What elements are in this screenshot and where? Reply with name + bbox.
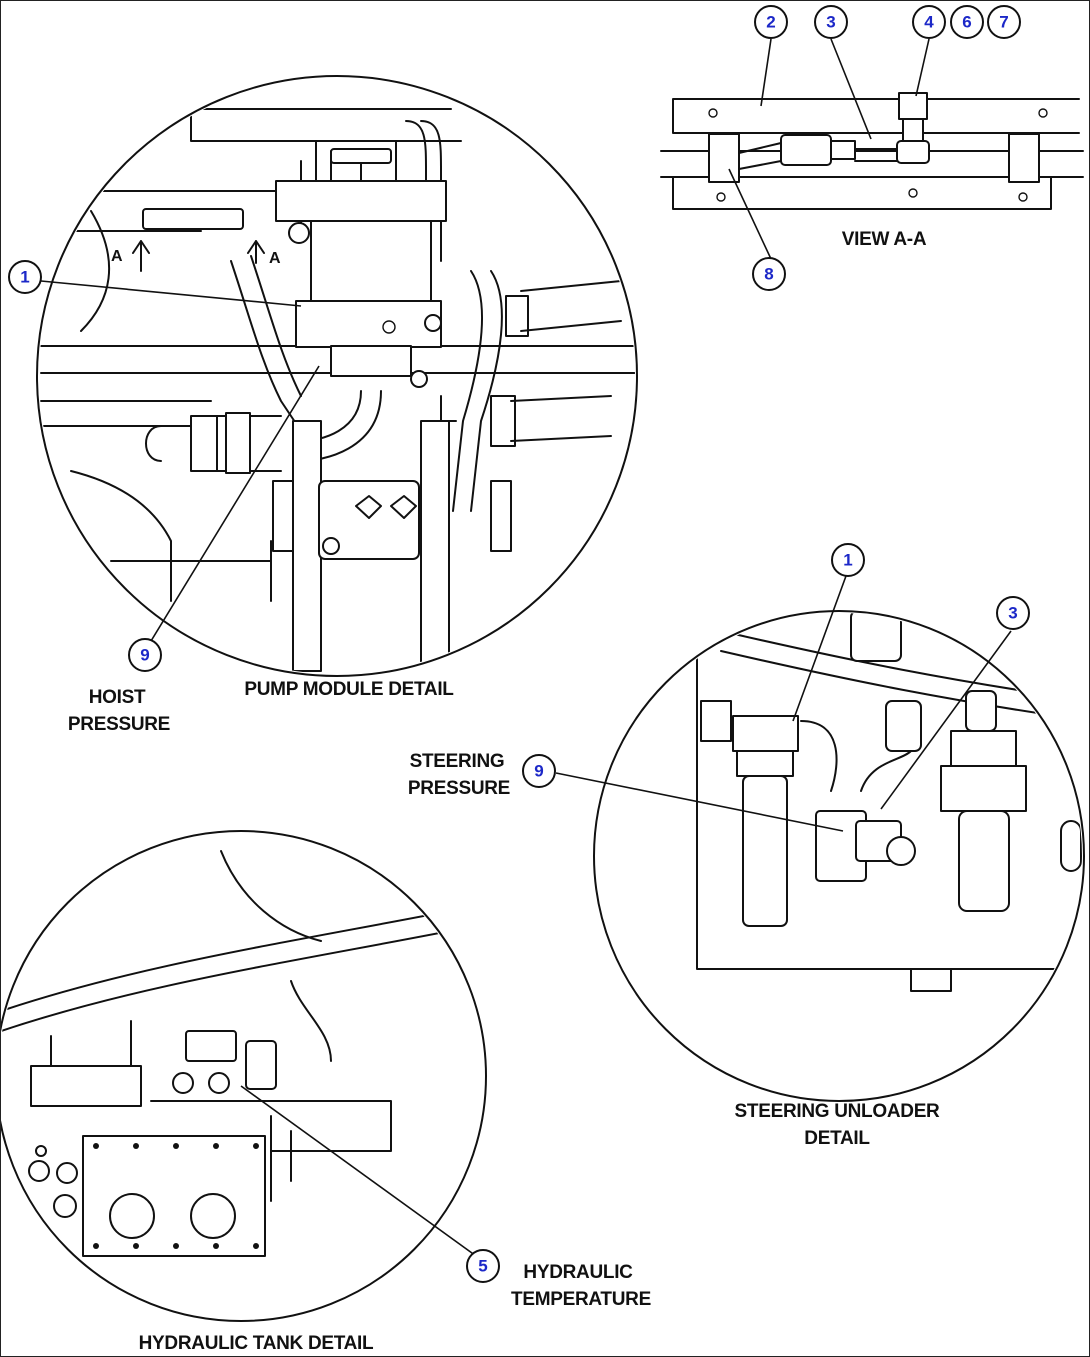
- balloon-5-hydraulic-tank: 5: [466, 1249, 500, 1283]
- steering-unloader-detail-title-line1: STEERING UNLOADER: [735, 1101, 941, 1122]
- balloon-1-pump-module: 1: [8, 260, 42, 294]
- svg-text:6: 6: [962, 13, 971, 32]
- hydraulic-tank-detail-title: HYDRAULIC TANK DETAIL: [139, 1333, 374, 1354]
- section-marker-a-right: A: [269, 250, 281, 267]
- balloon-9-pump-module: 9: [128, 638, 162, 672]
- svg-text:1: 1: [843, 551, 852, 570]
- steering-unloader-detail-title-line2: DETAIL: [804, 1128, 870, 1149]
- pump-module-detail: A A: [36, 75, 638, 677]
- hoist-pressure-label-line1: HOIST: [89, 687, 146, 708]
- svg-text:9: 9: [534, 762, 543, 781]
- steering-unloader-detail: [593, 610, 1085, 1102]
- section-marker-a-left: A: [111, 248, 123, 265]
- balloon-7-view-aa: 7: [987, 5, 1021, 39]
- svg-text:4: 4: [924, 13, 934, 32]
- balloon-8-view-aa: 8: [752, 257, 786, 291]
- balloon-4-view-aa: 4: [912, 5, 946, 39]
- hydraulic-tank-detail: [1, 830, 487, 1322]
- steering-pressure-label-line2: PRESSURE: [408, 778, 510, 799]
- svg-text:7: 7: [999, 13, 1008, 32]
- steering-pressure-label-line1: STEERING: [410, 751, 505, 772]
- balloon-3-steering-unloader: 3: [996, 596, 1030, 630]
- balloon-9-steering-unloader: 9: [522, 754, 556, 788]
- view-aa-label: VIEW A-A: [842, 229, 927, 250]
- hydraulic-temperature-label-line2: TEMPERATURE: [511, 1289, 651, 1310]
- svg-text:3: 3: [826, 13, 835, 32]
- hydraulic-temperature-label-line1: HYDRAULIC: [523, 1262, 633, 1283]
- svg-text:5: 5: [478, 1257, 487, 1276]
- balloon-3-view-aa: 3: [814, 5, 848, 39]
- balloon-1-steering-unloader: 1: [831, 543, 865, 577]
- svg-text:9: 9: [140, 646, 149, 665]
- leader-lines: [40, 38, 1012, 1262]
- svg-text:2: 2: [766, 13, 775, 32]
- view-aa-detail: [660, 92, 1084, 210]
- pump-module-detail-title: PUMP MODULE DETAIL: [244, 679, 454, 700]
- text-labels: VIEW A-A HOIST PRESSURE PUMP MODULE DETA…: [68, 229, 940, 1354]
- hoist-pressure-label-line2: PRESSURE: [68, 714, 170, 735]
- svg-text:8: 8: [764, 265, 773, 284]
- svg-text:1: 1: [20, 268, 29, 287]
- callout-balloons: 2 3 4 6 7 8 1 9: [8, 5, 1030, 1283]
- svg-text:3: 3: [1008, 604, 1017, 623]
- balloon-6-view-aa: 6: [950, 5, 984, 39]
- balloon-2-view-aa: 2: [754, 5, 788, 39]
